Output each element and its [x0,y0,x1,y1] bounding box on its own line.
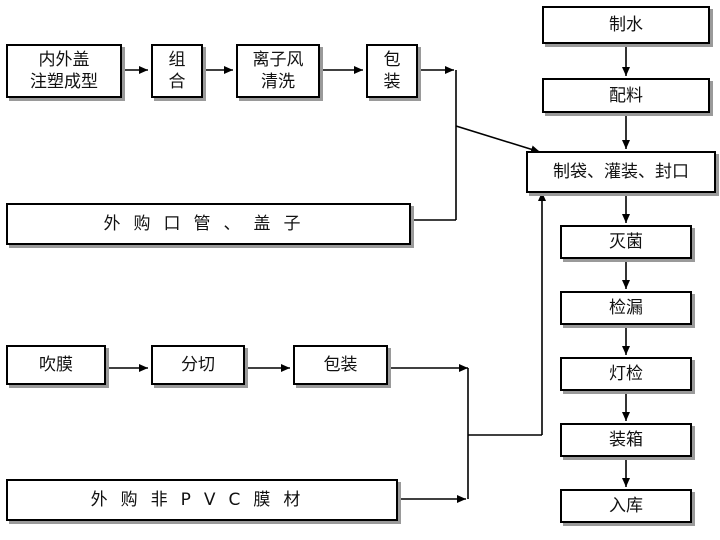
node-label: 吹膜 [39,355,73,375]
node-pack-top: 包装 [366,44,418,98]
node-label: 制水 [609,15,643,35]
node-label: 配料 [609,85,643,106]
node-label: 组合 [168,50,186,92]
node-leak-test: 检漏 [560,291,692,325]
node-label: 内外盖 注塑成型 [30,50,98,92]
node-boxing: 装箱 [560,423,692,457]
node-label: 外购非PVC膜材 [90,490,314,510]
node-slit: 分切 [151,345,245,385]
node-label: 制袋、灌装、封口 [553,162,689,182]
node-purchased-non-pvc-film: 外购非PVC膜材 [6,479,398,521]
node-label: 检漏 [609,298,643,318]
node-storage: 入库 [560,489,692,523]
node-blow-film: 吹膜 [6,345,106,385]
node-purchased-tube-cap: 外购口管、盖子 [6,203,411,245]
node-pack-bottom: 包装 [293,345,388,385]
node-sterilize: 灭菌 [560,225,692,259]
node-label: 包装 [383,50,401,92]
node-label: 外购口管、盖子 [103,214,314,234]
arrow-merge-to-bag [455,125,541,154]
node-label: 装箱 [609,430,643,450]
node-water-production: 制水 [542,6,710,44]
node-label: 入库 [609,496,643,516]
node-inner-outer-cap-molding: 内外盖 注塑成型 [6,44,122,98]
node-bag-fill-seal: 制袋、灌装、封口 [526,151,716,193]
node-label: 灯检 [609,364,643,384]
node-ion-wind-cleaning: 离子风 清洗 [236,44,320,98]
node-batching: 配料 [542,78,710,113]
node-label: 离子风 清洗 [252,50,304,92]
node-label: 包装 [323,355,358,375]
node-label: 分切 [181,355,215,375]
node-label: 灭菌 [609,232,643,252]
node-assemble: 组合 [151,44,203,98]
node-light-inspection: 灯检 [560,357,692,391]
